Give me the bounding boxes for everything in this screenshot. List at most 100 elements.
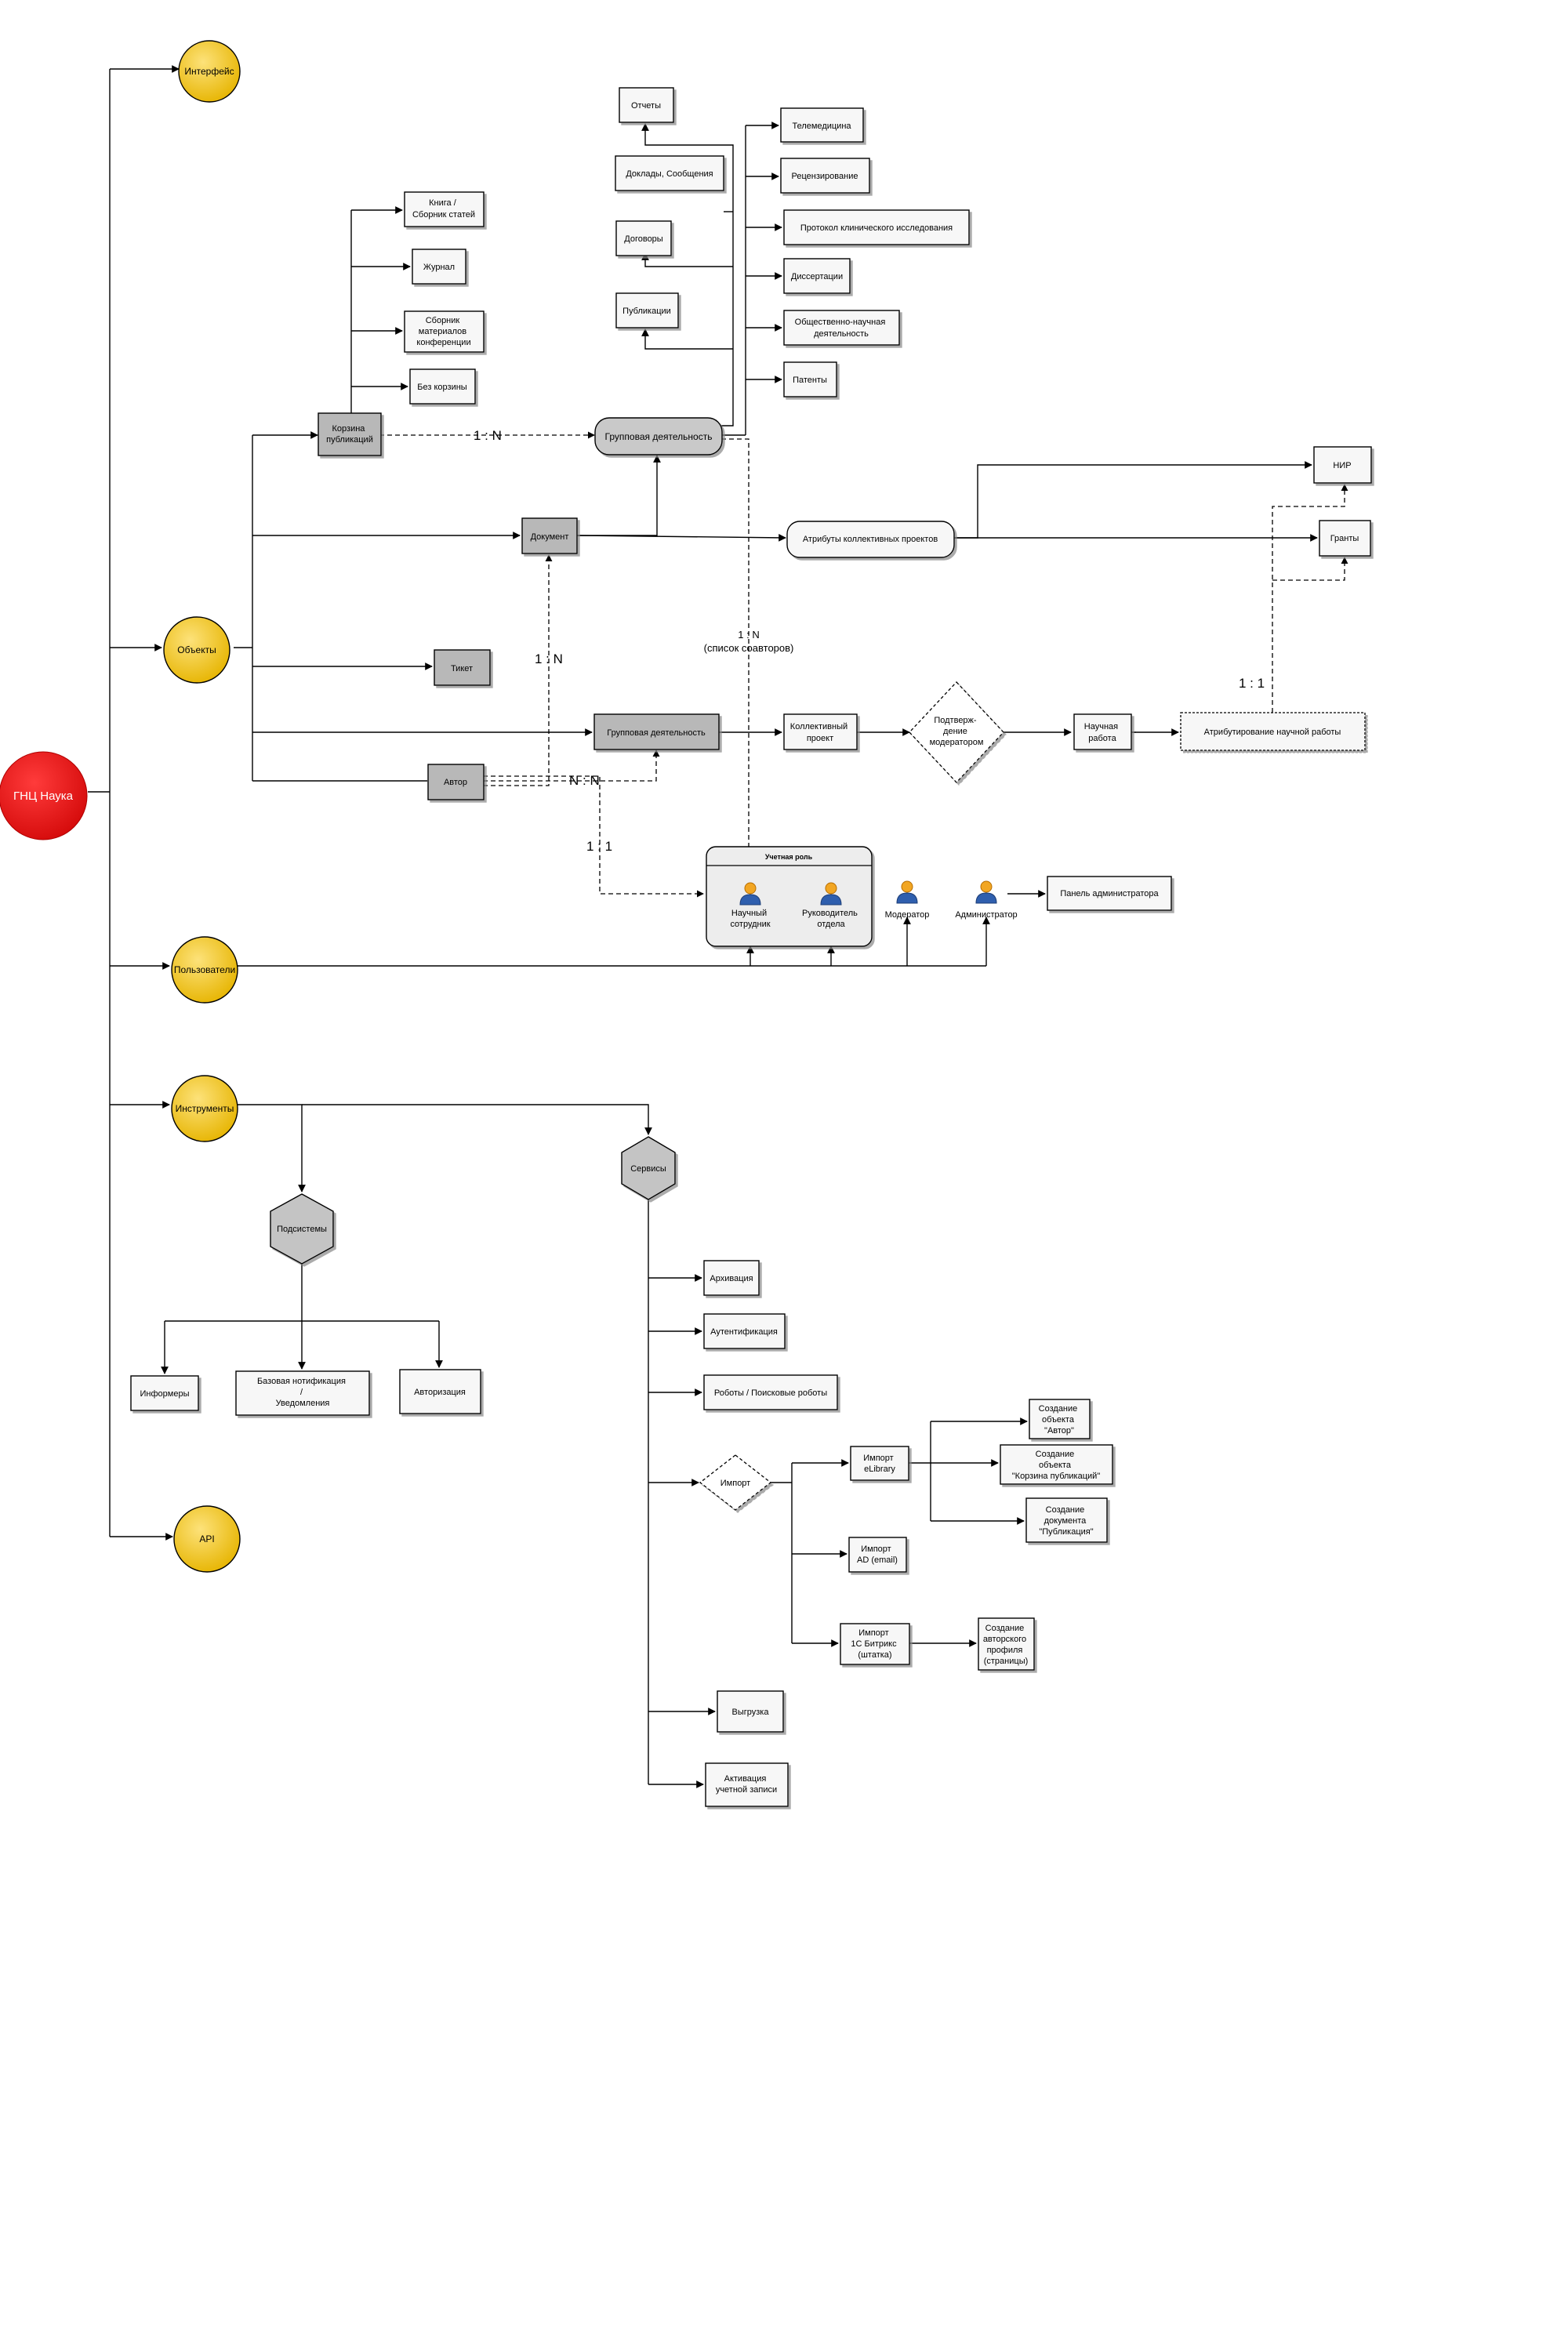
- category-tools-label: Инструменты: [176, 1103, 234, 1114]
- group-activity-top-node[interactable]: Групповая деятельность: [594, 417, 723, 456]
- create-cart-object[interactable]: Создание объекта "Корзина публикаций": [1000, 1444, 1113, 1485]
- role-department-head-label: отдела: [817, 920, 845, 929]
- group-item-social-science-label: Общественно-научная: [795, 318, 886, 327]
- group-item-contracts-label: Договоры: [624, 234, 663, 244]
- collective-project-node[interactable]: Коллективный проект: [783, 713, 858, 750]
- moderator-confirmation-label: модератором: [930, 738, 984, 747]
- connectors: [88, 65, 1318, 1788]
- moderator-confirmation-node[interactable]: Подтверж- дение модератором: [909, 681, 1004, 783]
- subsystem-notifications[interactable]: Базовая нотификация / Уведомления: [235, 1370, 370, 1416]
- collective-attributes-node[interactable]: Атрибуты коллективных проектов: [786, 521, 955, 558]
- role-department-head[interactable]: Руководитель отдела: [802, 882, 860, 929]
- grants-label: Гранты: [1330, 534, 1359, 543]
- cart-item-conference-label: конференции: [416, 338, 470, 347]
- import-bitrix-label: (штатка): [858, 1650, 891, 1660]
- svg-text:Импорт 1С Битрикс: Импорт 1С Битрикс (штатка): [851, 1628, 898, 1660]
- service-archiving-label: Архивация: [710, 1274, 753, 1283]
- author-node[interactable]: Автор: [427, 764, 485, 800]
- group-item-contracts[interactable]: Договоры: [615, 220, 672, 256]
- category-interface[interactable]: Интерфейс: [178, 40, 241, 103]
- create-author-profile-label: профиля: [987, 1646, 1023, 1655]
- group-activity-node[interactable]: Групповая деятельность: [593, 713, 720, 750]
- svg-text:Создание объекта ": Создание объекта "Корзина публикаций": [1012, 1450, 1101, 1481]
- dashed-connectors: [379, 431, 1348, 898]
- group-item-publications[interactable]: Публикации: [615, 292, 679, 328]
- group-activity-label: Групповая деятельность: [607, 728, 706, 738]
- create-author-object[interactable]: Создание объекта "Автор": [1029, 1399, 1091, 1439]
- service-authentication[interactable]: Аутентификация: [703, 1313, 786, 1349]
- ticket-node[interactable]: Тикет: [434, 649, 491, 686]
- category-objects[interactable]: Объекты: [163, 616, 230, 684]
- create-publication-document[interactable]: Создание документа "Публикация": [1025, 1497, 1108, 1543]
- group-item-reviewing[interactable]: Рецензирование: [780, 158, 870, 194]
- svg-text:Книга / Сборник статей: Книга / Сборник статей: [412, 198, 475, 220]
- role-researcher[interactable]: Научный сотрудник: [730, 882, 771, 929]
- ticket-label: Тикет: [451, 664, 473, 673]
- group-item-talks[interactable]: Доклады, Сообщения: [615, 155, 724, 191]
- author-label: Автор: [444, 778, 467, 787]
- group-item-clinical-protocol[interactable]: Протокол клинического исследования: [783, 209, 970, 245]
- group-item-dissertations[interactable]: Диссертации: [783, 258, 851, 294]
- service-export[interactable]: Выгрузка: [717, 1690, 784, 1733]
- svg-text:Руководитель отдела: Руководитель отдела: [802, 909, 860, 929]
- attribution-node[interactable]: Атрибутирование научной работы: [1180, 712, 1366, 751]
- group-item-publications-label: Публикации: [622, 307, 671, 316]
- role-moderator[interactable]: Модератор: [885, 880, 930, 920]
- subsystem-informers-label: Информеры: [140, 1389, 190, 1399]
- subsystem-informers[interactable]: Информеры: [130, 1375, 199, 1411]
- account-role-group[interactable]: Учетная роль: [706, 846, 873, 947]
- nir-node[interactable]: НИР: [1313, 446, 1372, 484]
- service-archiving[interactable]: Архивация: [703, 1260, 760, 1296]
- services-node[interactable]: Сервисы: [621, 1136, 676, 1200]
- cart-item-book[interactable]: Книга / Сборник статей: [404, 191, 485, 227]
- cart-item-journal[interactable]: Журнал: [412, 249, 466, 285]
- import-elibrary-label: eLibrary: [864, 1465, 895, 1474]
- import-ad-label: AD (email): [857, 1555, 898, 1565]
- cart-item-no-cart-label: Без корзины: [417, 383, 467, 392]
- relation-cart-group: 1 : N: [474, 428, 502, 443]
- import-bitrix[interactable]: Импорт 1С Битрикс (штатка): [840, 1623, 910, 1665]
- admin-panel-node[interactable]: Панель администратора: [1047, 876, 1172, 911]
- collective-project-label: Коллективный: [790, 722, 848, 731]
- group-item-telemedicine[interactable]: Телемедицина: [780, 107, 864, 143]
- relation-author-group: N : N: [569, 773, 600, 788]
- group-item-reviewing-label: Рецензирование: [792, 172, 858, 181]
- root-label: ГНЦ Наука: [13, 789, 74, 803]
- collective-project-label: проект: [807, 734, 833, 743]
- cart-item-book-label: Книга /: [429, 198, 457, 208]
- service-activation[interactable]: Активация учетной записи: [705, 1762, 789, 1807]
- create-author-profile[interactable]: Создание авторского профиля (страницы): [978, 1617, 1035, 1671]
- scientific-work-node[interactable]: Научная работа: [1073, 713, 1132, 750]
- import-ad[interactable]: Импорт AD (email): [848, 1537, 907, 1573]
- create-publication-document-label: Создание: [1046, 1505, 1085, 1515]
- subsystems-node[interactable]: Подсистемы: [270, 1193, 334, 1265]
- grants-node[interactable]: Гранты: [1319, 520, 1371, 557]
- category-api[interactable]: API: [173, 1505, 241, 1573]
- subsystem-notifications-label: Базовая нотификация: [257, 1377, 346, 1386]
- cart-item-conference[interactable]: Сборник материалов конференции: [404, 310, 485, 353]
- group-item-reports[interactable]: Отчеты: [619, 87, 674, 123]
- create-author-object-label: Создание: [1039, 1404, 1078, 1414]
- cart-item-no-cart[interactable]: Без корзины: [409, 368, 476, 405]
- create-author-object-label: объекта: [1042, 1415, 1075, 1425]
- group-item-social-science[interactable]: Общественно-научная деятельность: [783, 310, 900, 346]
- create-cart-object-label: объекта: [1039, 1461, 1072, 1470]
- role-admin[interactable]: Администратор: [955, 880, 1018, 920]
- service-robots[interactable]: Роботы / Поисковые роботы: [703, 1374, 838, 1410]
- subsystem-notifications-label: Уведомления: [276, 1399, 330, 1408]
- service-activation-label: Активация: [724, 1774, 767, 1784]
- role-moderator-label: Модератор: [885, 910, 930, 920]
- person-icon: [896, 880, 918, 904]
- publications-cart-node[interactable]: Корзина публикаций: [318, 412, 382, 456]
- subsystem-authorization[interactable]: Авторизация: [399, 1369, 481, 1414]
- document-node[interactable]: Документ: [521, 517, 578, 554]
- svg-text:Базовая нотификация /: Базовая нотификация / Уведомления: [257, 1377, 348, 1408]
- category-interface-label: Интерфейс: [184, 66, 234, 77]
- import-elibrary[interactable]: Импорт eLibrary: [850, 1446, 909, 1481]
- import-node[interactable]: Импорт: [699, 1454, 772, 1511]
- create-cart-object-label: "Корзина публикаций": [1012, 1472, 1101, 1481]
- group-item-patents[interactable]: Патенты: [783, 361, 837, 397]
- root-node[interactable]: ГНЦ Наука: [0, 751, 88, 840]
- category-users[interactable]: Пользователи: [171, 936, 238, 1004]
- category-tools[interactable]: Инструменты: [171, 1075, 238, 1142]
